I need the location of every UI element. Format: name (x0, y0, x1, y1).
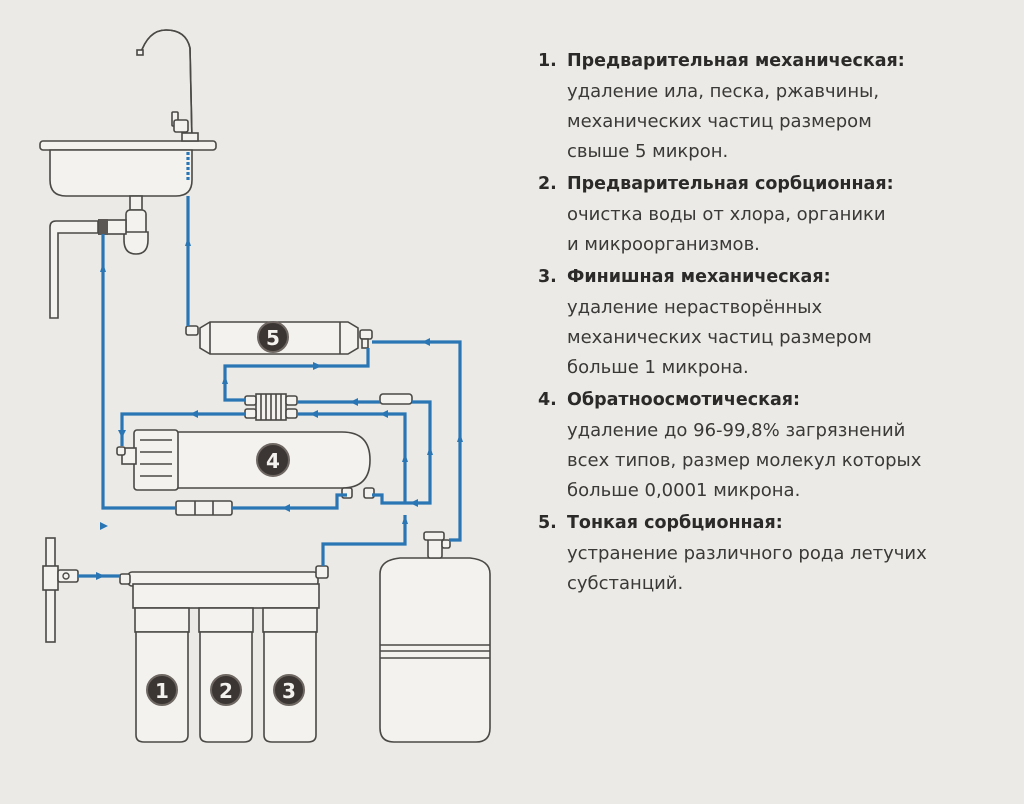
prefilter-2: 2 (198, 607, 254, 743)
badge-4-label: 4 (266, 449, 280, 473)
item-title: Финишная механическая: (567, 267, 831, 287)
sink (39, 140, 217, 197)
shutoff-valve (244, 393, 298, 421)
faucet (136, 29, 199, 142)
postfilter-5: 5 (185, 321, 373, 355)
item-line: всех типов, размер молекул которых (567, 450, 922, 471)
arrow-up-icon (402, 515, 408, 524)
badge-2-label: 2 (219, 679, 233, 703)
storage-tank (379, 531, 491, 743)
badge-5 (257, 321, 289, 353)
item-line: механических частиц размером (567, 111, 872, 132)
item-number: 2. (538, 174, 557, 194)
badge-3-label: 3 (282, 679, 296, 703)
arrow-up-icon (402, 453, 408, 462)
badge-2 (210, 674, 242, 706)
legend-item-1: 1. Предварительная механическая: удаление… (538, 46, 1018, 167)
arrow-up-icon (427, 446, 433, 455)
badge-3 (273, 674, 305, 706)
arrow-up-icon (222, 375, 228, 384)
item-title: Предварительная механическая: (567, 51, 905, 71)
item-line: удаление ила, песка, ржавчины, (567, 81, 880, 102)
item-line: удаление нерастворённых (567, 297, 823, 318)
item-line: свыше 5 микрон. (567, 141, 729, 162)
item-number: 5. (538, 513, 557, 533)
arrow-left-icon (282, 504, 290, 512)
flow-arrows (96, 237, 463, 580)
item-number: 3. (538, 267, 557, 287)
pipes (78, 150, 462, 578)
arrow-left-icon (310, 410, 318, 418)
item-number: 1. (538, 51, 557, 71)
inlet-valve (42, 537, 79, 643)
item-line: удаление до 96-99,8% загрязнений (567, 420, 906, 441)
item-title: Предварительная сорбционная: (567, 174, 894, 194)
legend-item-4: 4. Обратноосмотическая: удаление до 96-99… (538, 385, 1018, 506)
arrow-down-icon (118, 430, 126, 438)
arrow-right-icon (100, 522, 108, 530)
item-line: очистка воды от хлора, органики (567, 204, 886, 225)
stages-legend: 1. Предварительная механическая: удаление… (538, 46, 1018, 601)
prefilter-1: 1 (134, 607, 190, 743)
arrow-up-icon (457, 433, 463, 442)
item-number: 4. (538, 390, 557, 410)
arrow-left-icon (410, 499, 418, 507)
arrow-right-icon (313, 362, 322, 370)
item-title: Обратноосмотическая: (567, 390, 800, 410)
item-line: больше 0,0001 микрона. (567, 480, 801, 501)
badge-5-label: 5 (266, 326, 280, 350)
arrow-left-icon (380, 410, 388, 418)
item-line: субстанций. (567, 573, 684, 594)
arrow-left-icon (190, 410, 198, 418)
arrow-left-icon (422, 338, 430, 346)
legend-item-2: 2. Предварительная сорбционная: очистка в… (538, 169, 1018, 260)
drain-saddle (49, 195, 149, 319)
item-line: механических частиц размером (567, 327, 872, 348)
item-line: больше 1 микрона. (567, 357, 749, 378)
check-valve (379, 393, 413, 405)
item-line: и микроорганизмов. (567, 234, 760, 255)
arrow-right-icon (96, 572, 105, 580)
badge-1-label: 1 (155, 679, 169, 703)
flow-restrictor (175, 500, 233, 516)
item-line: устранение различного рода летучих (567, 543, 927, 564)
item-title: Тонкая сорбционная: (567, 513, 783, 533)
membrane-4: 4 (116, 429, 375, 499)
arrow-up-icon (185, 237, 191, 246)
badge-1 (146, 674, 178, 706)
prefilter-housing (119, 565, 329, 609)
arrow-left-icon (350, 398, 358, 406)
badge-4 (256, 443, 290, 477)
legend-item-5: 5. Тонкая сорбционная: устранение различн… (538, 508, 1018, 599)
legend-item-3: 3. Финишная механическая: удаление нераст… (538, 262, 1018, 383)
prefilter-3: 3 (262, 607, 318, 743)
arrow-up-icon (100, 263, 106, 272)
